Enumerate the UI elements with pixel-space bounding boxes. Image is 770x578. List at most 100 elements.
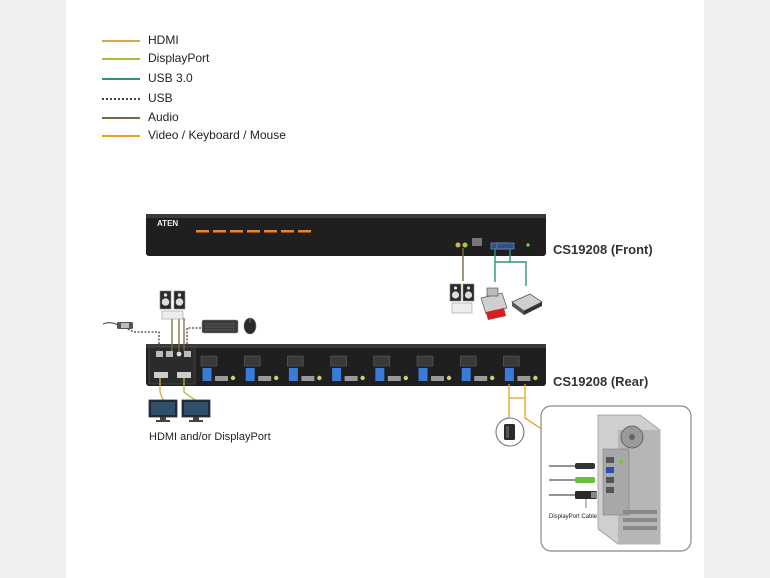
rear-audio-jack-3	[317, 375, 322, 381]
computer-link	[508, 384, 544, 431]
console-hdmi-cable	[159, 378, 164, 401]
rear-port-block-7	[459, 355, 477, 367]
computer-panel	[540, 405, 692, 552]
rear-usb3-port-4	[332, 368, 342, 381]
rear-usb3-port-8	[504, 368, 514, 381]
computer-slot-2	[623, 518, 657, 522]
console-hdmi-port	[154, 372, 168, 378]
computer-slot-1	[623, 510, 657, 514]
front-audio-jack-2	[462, 242, 468, 248]
console-speakers-icon	[159, 290, 186, 320]
computer-cables	[549, 463, 597, 508]
front-led-3	[230, 230, 243, 233]
console-dp-cable	[183, 378, 196, 401]
rear-video-port-6	[431, 376, 444, 381]
legend-line-usb	[102, 98, 140, 100]
console-connectors	[154, 351, 191, 378]
front-printer-icon	[480, 287, 508, 320]
legend-line-vkm	[102, 135, 140, 137]
legend-line-usb3	[102, 78, 140, 80]
rear-audio-jack-2	[274, 375, 279, 381]
rear-usb3-port-6	[418, 368, 428, 381]
rear-usb3-port-7	[461, 368, 471, 381]
front-unit-brand: ATEN	[157, 219, 179, 228]
rear-port-block-3	[287, 355, 304, 367]
computer-audio-port	[619, 460, 623, 464]
front-led-6	[281, 230, 294, 233]
rear-unit-top-edge	[146, 344, 546, 348]
computer-io-port-2	[606, 467, 614, 473]
cable-label: DisplayPort Cable	[549, 514, 598, 520]
rear-unit-label: CS19208 (Rear)	[553, 374, 649, 389]
legend-label-usb: USB	[148, 91, 173, 105]
console-label: HDMI and/or DisplayPort	[149, 431, 271, 443]
console-usb-cable	[125, 327, 160, 351]
rear-audio-jack-4	[360, 375, 365, 381]
console-dp-port	[177, 372, 191, 378]
computer-link-cable-a	[508, 384, 525, 399]
front-unit-body	[146, 214, 546, 256]
rear-port-block-2	[243, 355, 261, 367]
front-led-1	[196, 230, 209, 233]
keyboard-icon	[201, 319, 239, 334]
rear-port-block-1	[200, 355, 218, 367]
front-led-4	[247, 230, 260, 233]
legend-line-hdmi	[102, 40, 140, 42]
console-usb-port-3	[184, 351, 191, 357]
legend-line-audio	[102, 117, 140, 119]
front-unit-label: CS19208 (Front)	[553, 242, 653, 257]
front-cables	[462, 248, 527, 286]
monitor-2-icon	[181, 399, 211, 422]
rear-port-groups	[200, 355, 538, 381]
legend-label-vkm: Video / Keyboard / Mouse	[148, 128, 286, 142]
rear-port-block-4	[330, 355, 347, 367]
rear-port-block-5	[373, 355, 391, 367]
rear-audio-jack-8	[533, 375, 538, 381]
computer-io-port-1	[606, 457, 614, 463]
computer-io-port-4	[606, 487, 614, 493]
front-unit	[146, 214, 546, 256]
front-usb3-port-2	[496, 242, 515, 250]
front-led-2	[213, 230, 226, 233]
rear-port-block-8	[503, 355, 520, 367]
front-audio-jack-1	[455, 242, 461, 248]
legend-label-usb3: USB 3.0	[148, 71, 193, 85]
front-scanner-icon	[511, 293, 543, 315]
front-led-row	[196, 230, 311, 233]
rear-video-port-1	[215, 376, 228, 381]
legend-label-hdmi: HDMI	[148, 33, 179, 47]
rear-usb3-port-3	[288, 368, 298, 381]
rear-audio-jack-7	[490, 375, 495, 381]
mouse-icon	[243, 317, 257, 335]
rear-video-port-7	[474, 376, 488, 381]
computer-fan-hub	[629, 434, 635, 440]
computer-link-cable-b	[524, 384, 544, 431]
legend-line-displayport	[102, 58, 140, 60]
console-usb-port-1	[156, 351, 163, 357]
monitor-1-icon	[148, 399, 178, 422]
front-led-5	[264, 230, 277, 233]
console-kbd-cable	[186, 327, 202, 351]
front-speakers-icon	[449, 283, 475, 314]
rear-video-port-4	[344, 376, 358, 381]
console-cable-plug-icon	[102, 322, 133, 329]
console-audio-jack	[176, 351, 182, 357]
legend-label-displayport: DisplayPort	[148, 51, 210, 65]
rear-video-port-2	[258, 376, 272, 381]
rear-port-block-6	[416, 355, 434, 367]
rear-video-port-5	[387, 376, 401, 381]
rear-audio-jack-5	[403, 375, 408, 381]
rear-video-port-8	[517, 376, 531, 381]
rear-usb3-port-2	[245, 368, 255, 381]
console-cables	[125, 318, 202, 401]
front-led-7	[298, 230, 311, 233]
computer-io-port-3	[606, 477, 614, 483]
front-power-led	[526, 243, 530, 247]
rear-audio-jack-1	[230, 375, 236, 381]
rear-usb3-port-5	[375, 368, 385, 381]
computer-slot-3	[623, 526, 657, 530]
legend-label-audio: Audio	[148, 110, 179, 124]
kvm-cable-icon	[495, 417, 525, 447]
